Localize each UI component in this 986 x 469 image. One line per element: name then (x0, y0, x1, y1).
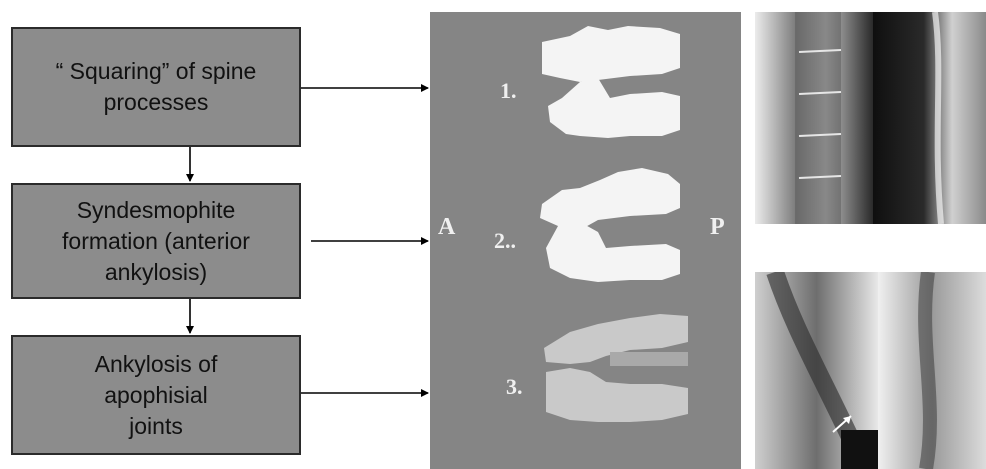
xray-spine-lateral-graphic (873, 12, 986, 224)
flow-box-syndesmophite: Syndesmophite formation (anterior ankylo… (11, 183, 301, 299)
vertebrae-stages-plate: 1. 2.. 3. A P (430, 12, 741, 469)
vertebra-stage-2 (540, 168, 680, 282)
vertebrae-illustration (540, 26, 688, 422)
xray-cervical-spine-lateral-graphic (878, 272, 986, 469)
flow-text-line: ankylosis) (104, 258, 208, 285)
xray-cervical-spine-graphic (755, 272, 878, 469)
flow-text-line: processes (103, 89, 209, 115)
flow-text-line: Syndesmophite (76, 196, 236, 223)
flow-box-squaring: “ Squaring” of spine processes (11, 27, 301, 147)
flow-text-line: apophisial (104, 381, 208, 408)
anterior-label: A (438, 214, 456, 240)
vertebra-stage-1 (542, 26, 680, 138)
xray-spine-frontal-graphic (755, 12, 873, 224)
vertebra-stage-3 (544, 314, 688, 422)
stage-label-1: 1. (500, 78, 517, 103)
stage-label-3: 3. (506, 374, 523, 399)
flow-box-ankylosis: Ankylosis of apophisial joints (11, 335, 301, 455)
flow-text-line: joints (129, 412, 183, 439)
posterior-label: P (710, 214, 725, 240)
stage-label-2: 2.. (494, 228, 516, 253)
xray-cervical-spine (755, 272, 878, 469)
xray-cervical-spine-lateral (878, 272, 986, 469)
flow-text-line: formation (anterior (62, 227, 250, 254)
xray-spine-frontal (755, 12, 873, 224)
flow-text-line: Ankylosis of (94, 350, 218, 377)
xray-spine-lateral (873, 12, 986, 224)
flow-text-line: “ Squaring” of spine (55, 58, 257, 84)
